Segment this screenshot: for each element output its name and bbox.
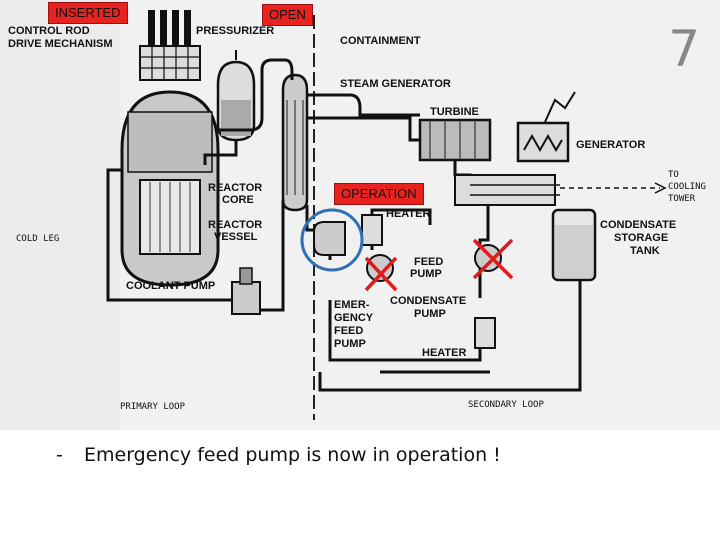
- condensate-storage-tank-body: [551, 208, 597, 282]
- label-heater-top: HEATER: [386, 208, 430, 220]
- condensate-pump-disabled-cross: [472, 238, 514, 280]
- label-emergency-1: EMER-: [334, 299, 370, 311]
- label-emergency-4: PUMP: [334, 338, 366, 350]
- heater-units: [361, 214, 496, 349]
- feed-pump-body: [366, 254, 394, 282]
- label-containment: CONTAINMENT: [340, 35, 421, 47]
- label-turbine: TURBINE: [430, 106, 479, 118]
- label-cooling: COOLING: [668, 182, 706, 192]
- label-condensate-pump-2: PUMP: [414, 308, 446, 320]
- condensate-pump-body: [474, 244, 502, 272]
- label-reactor-core-1: REACTOR: [208, 182, 262, 194]
- label-drive-mechanism: DRIVE MECHANISM: [8, 38, 113, 50]
- label-condensate-storage-2: STORAGE: [614, 232, 668, 244]
- label-emergency-2: GENCY: [334, 312, 374, 324]
- feed-pump-disabled-cross: [364, 256, 398, 292]
- label-generator: GENERATOR: [576, 139, 645, 151]
- coolant-pump-body: [231, 267, 261, 315]
- label-tower: TOWER: [668, 194, 696, 204]
- caption-text: Emergency feed pump is now in operation …: [84, 444, 501, 466]
- label-reactor-vessel-1: REACTOR: [208, 219, 262, 231]
- label-reactor-vessel-2: VESSEL: [214, 231, 258, 243]
- label-emergency-3: FEED: [334, 325, 363, 337]
- operation-tag: OPERATION: [334, 183, 424, 205]
- label-primary-loop: PRIMARY LOOP: [120, 402, 186, 412]
- generator-body: [516, 91, 576, 163]
- steam-generator-vessel: [281, 73, 309, 212]
- slide-number: 7: [668, 20, 700, 78]
- label-condensate-pump-1: CONDENSATE: [390, 295, 466, 307]
- label-feed-pump-2: PUMP: [410, 268, 442, 280]
- emergency-feed-pump-highlight: [300, 208, 364, 272]
- label-coolant-pump: COOLANT PUMP: [126, 280, 215, 292]
- pwr-schematic: CONTROL ROD DRIVE MECHANISM PRESSURIZER …: [0, 0, 720, 430]
- label-control-rod: CONTROL ROD: [8, 25, 90, 37]
- open-tag: OPEN: [262, 4, 313, 26]
- caption: -Emergency feed pump is now in operation…: [56, 444, 501, 466]
- label-reactor-core-2: CORE: [222, 194, 254, 206]
- label-cold-leg: COLD LEG: [16, 234, 59, 244]
- label-feed-pump-1: FEED: [414, 256, 443, 268]
- condenser-body: [454, 174, 667, 206]
- turbine-body: [418, 118, 492, 162]
- reactor-vessel: [120, 90, 220, 287]
- label-condensate-storage-3: TANK: [630, 245, 660, 257]
- control-rod-drive-mechanism: [139, 10, 201, 81]
- label-to: TO: [668, 170, 679, 180]
- label-pressurizer: PRESSURIZER: [196, 25, 274, 37]
- caption-bullet: -: [56, 444, 63, 466]
- inserted-tag: INSERTED: [48, 2, 128, 24]
- label-condensate-storage-1: CONDENSATE: [600, 219, 676, 231]
- primary-piping: [106, 58, 294, 312]
- label-heater-bottom: HEATER: [422, 347, 466, 359]
- emergency-feed-pump-body: [313, 221, 346, 256]
- label-secondary-loop: SECONDARY LOOP: [468, 400, 544, 410]
- label-steam-generator: STEAM GENERATOR: [340, 78, 451, 90]
